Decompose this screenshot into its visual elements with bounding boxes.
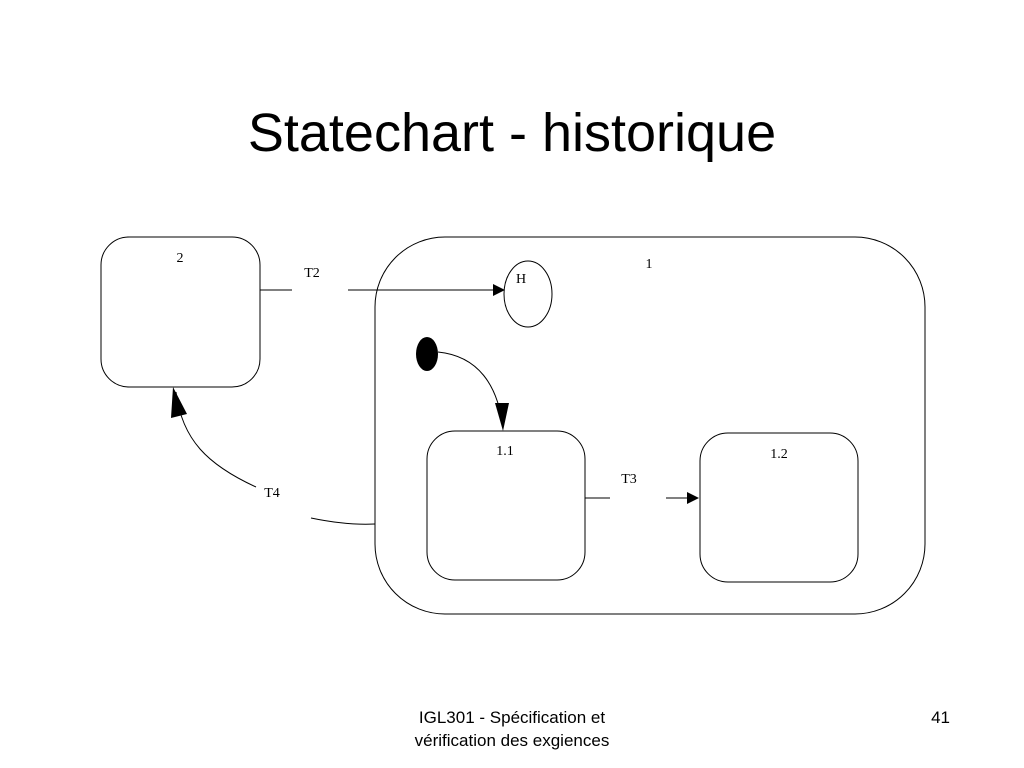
slide-footer: IGL301 - Spécification et vérification d… — [362, 706, 662, 752]
state-2-box — [100, 236, 261, 388]
transition-t4-arrow — [175, 391, 257, 488]
history-label: H — [516, 272, 526, 287]
page-number: 41 — [931, 708, 950, 727]
state-1-1-label: 1.1 — [496, 444, 514, 459]
transition-t3-label: T3 — [621, 472, 637, 487]
transition-t4-arrowhead — [171, 387, 187, 418]
history-state — [503, 260, 553, 328]
state-2-label: 2 — [177, 251, 184, 266]
initial-state-dot — [416, 337, 438, 371]
slide-title: Statechart - historique — [247, 103, 777, 163]
transition-t4-stub — [310, 517, 376, 525]
state-1-label: 1 — [646, 257, 653, 272]
state-1-box — [374, 236, 926, 615]
transition-t2-label: T2 — [304, 266, 320, 281]
state-1-2-box — [699, 432, 859, 583]
initial-transition-arrowhead — [495, 403, 509, 431]
state-1-1-box — [426, 430, 586, 581]
footer-line-1: IGL301 - Spécification et — [418, 708, 606, 727]
initial-transition-arrow — [437, 351, 504, 429]
state-1-2-label: 1.2 — [770, 447, 788, 462]
transition-t4-label: T4 — [264, 486, 280, 501]
footer-line-2: vérification des exgiences — [414, 731, 610, 750]
